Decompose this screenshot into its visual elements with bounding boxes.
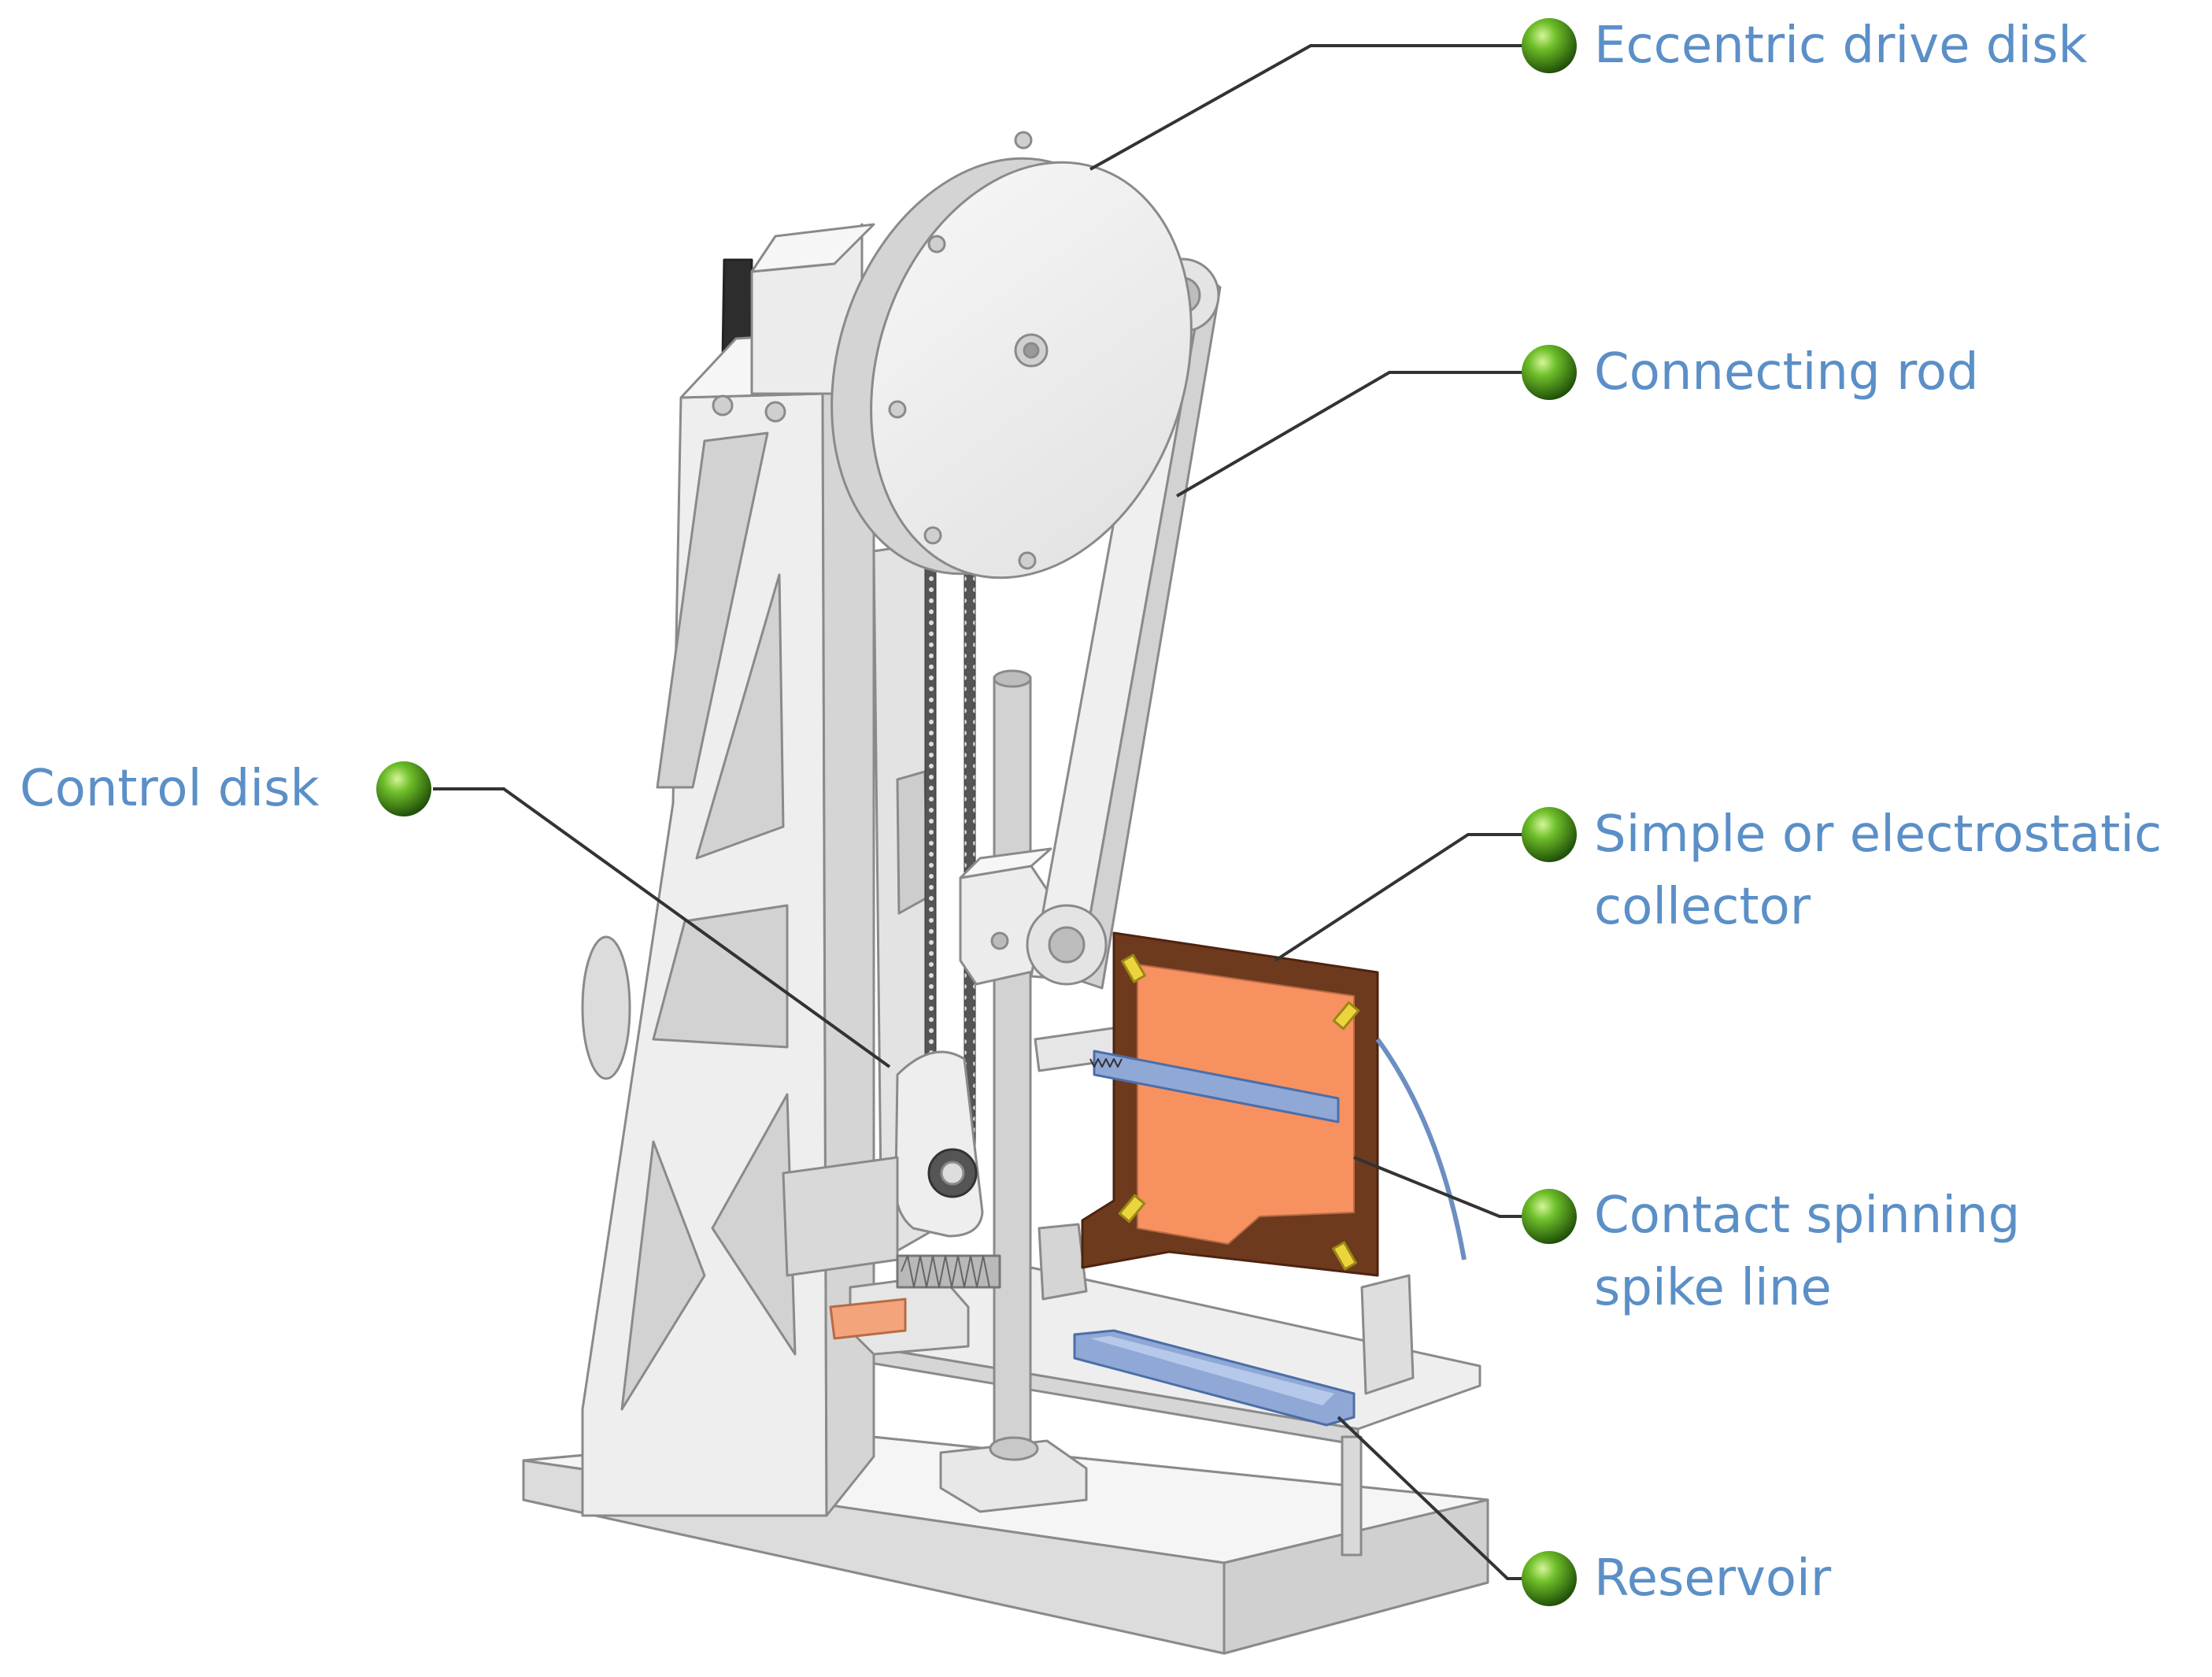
main-frame [581,329,875,1517]
device-illustration [522,131,1489,1655]
label-spike-line: Contact spinning spike line [1594,1186,2021,1317]
label-collector: Simple or electrostatic collector [1594,805,2162,936]
bullet-eccentric-drive-disk [1522,18,1577,73]
leader-spike-line [1353,1156,1523,1218]
label-connecting-rod: Connecting rod [1594,343,1979,402]
leader-connecting-rod [1175,371,1523,498]
bullet-connecting-rod [1522,345,1577,400]
bullet-spike-line [1522,1189,1577,1244]
bullet-control-disk [376,761,431,816]
bullet-reservoir [1522,1551,1577,1606]
label-reservoir: Reservoir [1594,1549,1832,1608]
control-disk-part [894,1050,984,1238]
spring-carriage [829,1223,1088,1356]
spike-line-part [1089,1050,1340,1124]
leader-collector [1274,833,1523,962]
lower-bracket [782,1156,899,1277]
label-eccentric-drive-disk: Eccentric drive disk [1594,17,2088,75]
leader-control-disk [433,787,891,1068]
leader-eccentric-drive-disk [1089,44,1523,171]
leader-lines [433,44,1523,1580]
lower-pulley [581,935,631,1080]
collector-stand [1341,1274,1415,1557]
leader-reservoir [1337,1416,1523,1580]
reservoir-part [1073,1329,1356,1427]
callout-bullets [376,18,1577,1606]
eccentric-drive-disk-part [830,131,1193,579]
bullet-collector [1522,807,1577,862]
label-control-disk: Control disk [20,760,320,818]
vertical-shaft [939,669,1088,1513]
